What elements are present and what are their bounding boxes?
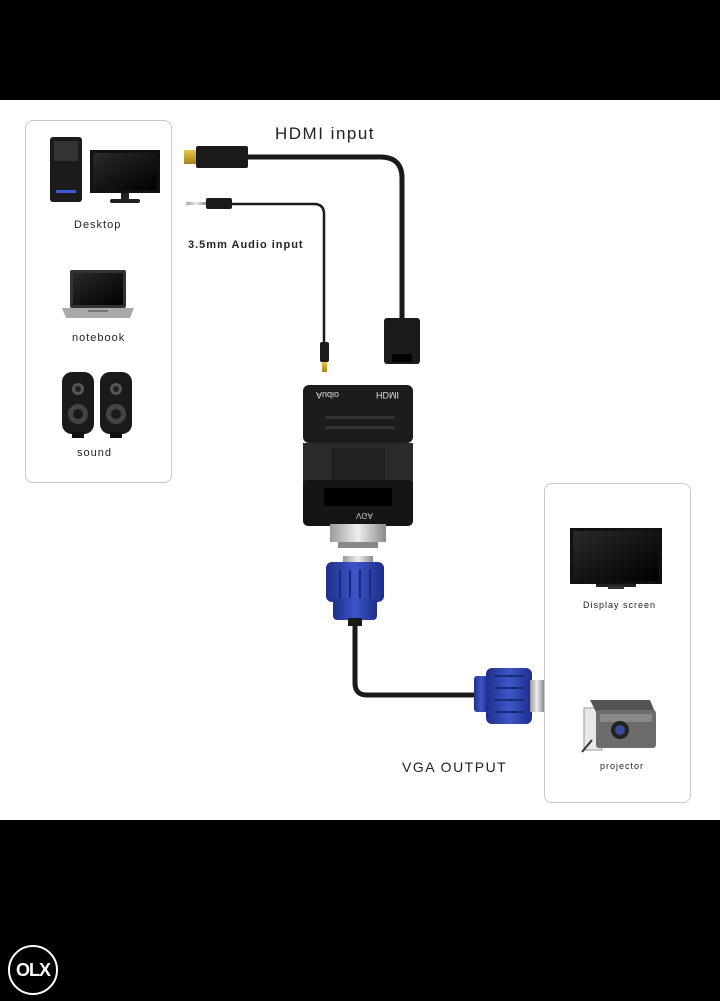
desktop-label: Desktop — [74, 219, 122, 231]
desktop-tower-icon — [50, 137, 82, 202]
hdmi-to-vga-adapter — [303, 385, 413, 548]
hdmi-cable — [184, 146, 420, 364]
projector-icon — [581, 700, 656, 753]
top-black-band — [0, 0, 720, 100]
vga-connector-top — [326, 556, 384, 626]
audio-input-label: 3.5mm Audio input — [188, 239, 304, 251]
sound-label: sound — [77, 447, 112, 459]
vga-cable — [352, 626, 476, 698]
speakers-icon — [62, 372, 132, 438]
display-screen-label: Display screen — [583, 600, 657, 610]
vga-output-label: VGA OUTPUT — [402, 759, 508, 775]
notebook-icon — [62, 270, 134, 318]
display-screen-icon — [570, 528, 662, 589]
projector-label: projector — [600, 761, 645, 771]
hdmi-input-label: HDMI input — [275, 124, 376, 143]
adapter-hdmi-label: HDMI — [376, 390, 399, 400]
bottom-black-band — [0, 820, 720, 1001]
notebook-label: notebook — [72, 332, 126, 344]
desktop-monitor-icon — [90, 150, 160, 203]
olx-logo-text: OLX — [15, 959, 51, 980]
olx-watermark-logo: OLX — [8, 945, 58, 995]
adapter-audio-label: Audio — [316, 390, 340, 400]
vga-connector-end — [474, 668, 544, 724]
audio-cable — [186, 198, 329, 372]
adapter-vga-label: VGA — [356, 511, 373, 520]
